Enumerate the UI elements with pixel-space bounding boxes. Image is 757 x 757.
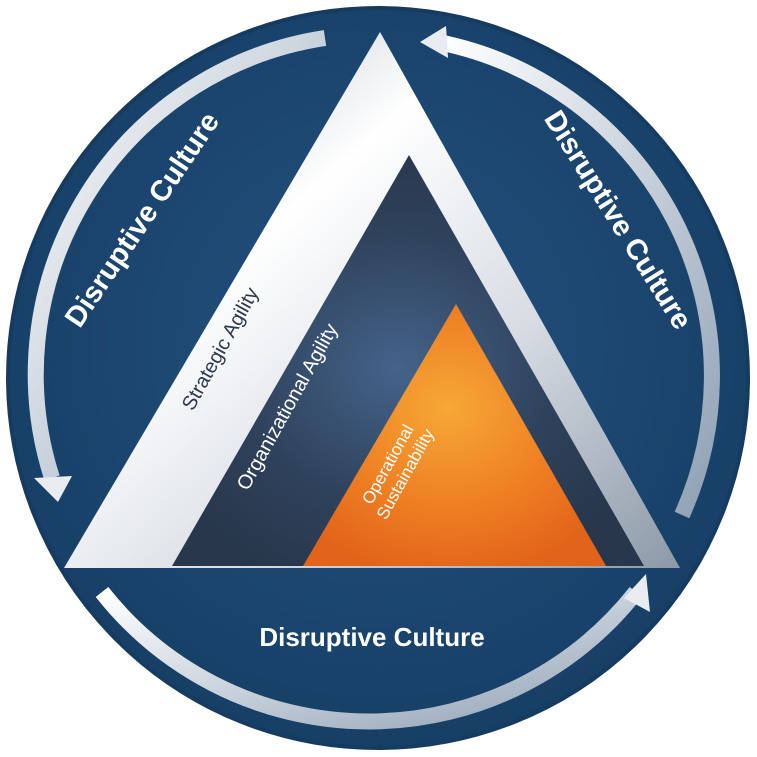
inner-triangle-operational-sustainability: [303, 304, 606, 566]
ring-label-bottom: Disruptive Culture: [259, 622, 484, 652]
cycle-arrows: [27, 26, 720, 730]
left-arrowhead-icon: [34, 476, 72, 502]
right-arrowhead-icon: [420, 26, 448, 58]
bottom-arrow-arc: [95, 587, 643, 730]
bottom-arrowhead-icon: [624, 574, 650, 612]
left-arrow-arc: [27, 30, 327, 481]
right-arrow-arc: [436, 34, 720, 519]
